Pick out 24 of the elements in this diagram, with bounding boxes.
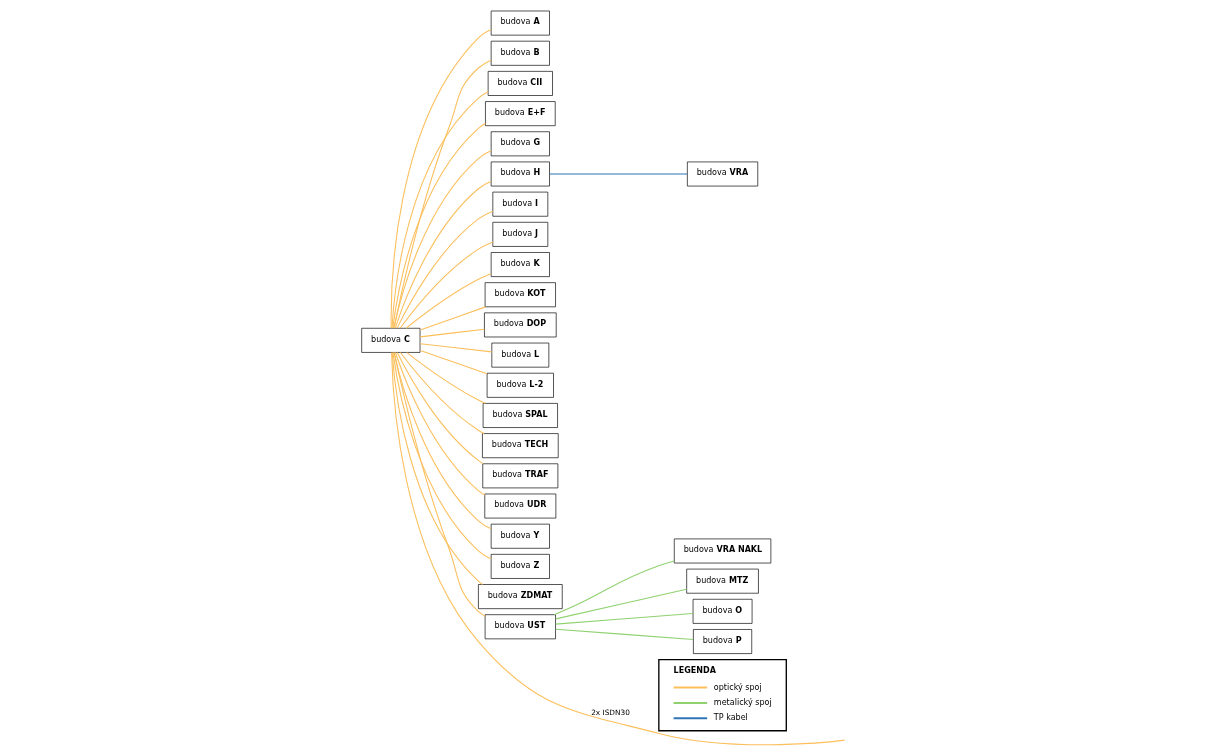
connector xyxy=(394,352,486,496)
connector xyxy=(419,306,487,331)
connector xyxy=(405,273,492,329)
connector xyxy=(406,352,486,404)
connector xyxy=(391,91,489,329)
connector xyxy=(399,241,494,329)
connector xyxy=(391,351,484,585)
connector xyxy=(392,122,486,329)
connector xyxy=(419,349,488,375)
connector xyxy=(553,560,675,616)
connector xyxy=(394,180,492,329)
connector xyxy=(393,150,492,329)
connector xyxy=(396,352,484,465)
connector xyxy=(549,173,688,175)
connector xyxy=(393,352,492,530)
connector xyxy=(555,613,694,625)
connector xyxy=(419,343,493,353)
connector xyxy=(419,328,485,338)
connector xyxy=(555,628,694,640)
connector xyxy=(396,210,494,329)
connector xyxy=(393,352,486,617)
connector xyxy=(399,351,485,435)
connector xyxy=(555,588,688,620)
connector xyxy=(392,352,492,560)
